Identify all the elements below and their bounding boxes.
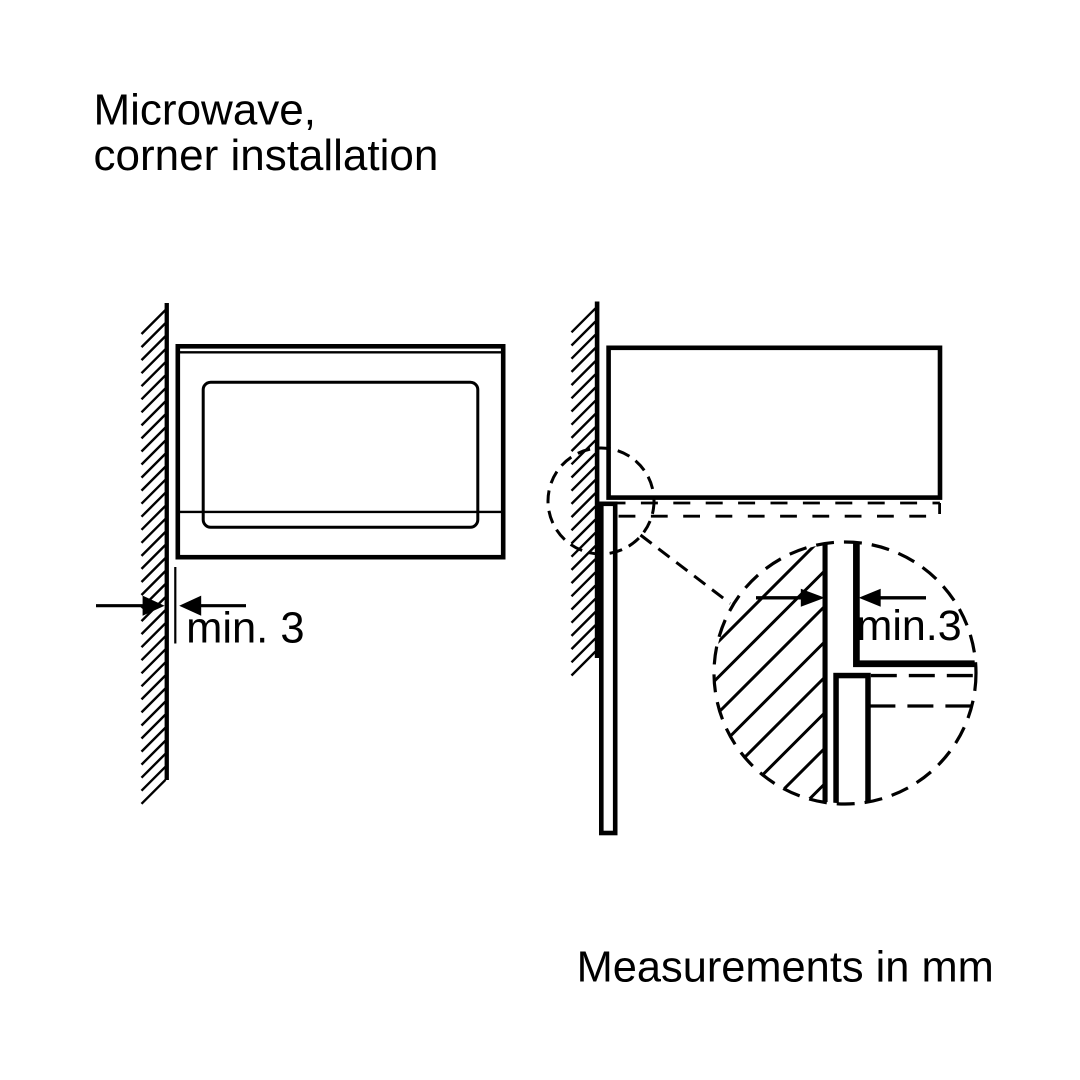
svg-text:Measurements in mm: Measurements in mm: [577, 944, 994, 992]
svg-text:min.3: min.3: [857, 602, 962, 650]
svg-text:min. 3: min. 3: [186, 605, 304, 653]
svg-text:corner installation: corner installation: [94, 131, 439, 180]
svg-text:Microwave,: Microwave,: [94, 86, 317, 135]
